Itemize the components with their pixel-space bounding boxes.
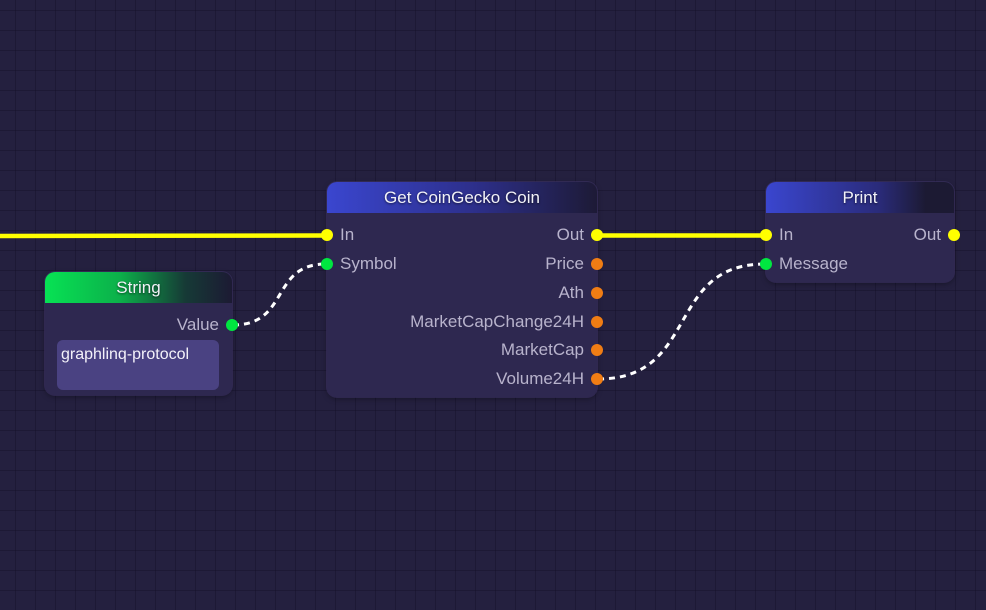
port-label: Out <box>556 225 584 244</box>
output-port-value[interactable]: Value <box>176 314 238 336</box>
data-port-dot-icon[interactable] <box>760 258 772 270</box>
output-port-out[interactable]: Out <box>556 224 603 246</box>
port-label: Message <box>779 254 848 273</box>
output-port-out[interactable]: Out <box>913 224 960 246</box>
data-port-dot-icon[interactable] <box>591 316 603 328</box>
data-port-dot-icon[interactable] <box>321 258 333 270</box>
get-coingecko-coin-node[interactable]: Get CoinGecko Coin In Symbol Out Price A… <box>321 182 603 397</box>
data-port-dot-icon[interactable] <box>591 373 603 385</box>
output-port-marketcapchange24h[interactable]: MarketCapChange24H <box>410 311 603 333</box>
input-port-in[interactable]: In <box>760 224 794 246</box>
input-port-symbol[interactable]: Symbol <box>321 253 397 275</box>
port-label: Symbol <box>340 254 397 273</box>
exec-wire-incoming[interactable] <box>0 233 327 239</box>
exec-port-dot-icon[interactable] <box>948 229 960 241</box>
output-port-price[interactable]: Price <box>545 253 603 275</box>
coingecko-node-title[interactable]: Get CoinGecko Coin <box>327 182 597 213</box>
port-label: Value <box>176 315 219 334</box>
data-port-dot-icon[interactable] <box>226 319 238 331</box>
data-port-dot-icon[interactable] <box>591 258 603 270</box>
input-port-in[interactable]: In <box>321 224 355 246</box>
print-node[interactable]: Print In Message Out <box>760 182 960 282</box>
output-port-volume24h[interactable]: Volume24H <box>496 368 603 390</box>
exec-port-dot-icon[interactable] <box>591 229 603 241</box>
exec-port-dot-icon[interactable] <box>760 229 772 241</box>
port-label: In <box>779 225 794 244</box>
data-port-dot-icon[interactable] <box>591 344 603 356</box>
output-port-marketcap[interactable]: MarketCap <box>500 339 603 361</box>
data-wire-string-to-symbol[interactable] <box>232 262 327 327</box>
print-node-title[interactable]: Print <box>766 182 954 213</box>
port-label: In <box>340 225 355 244</box>
port-label: MarketCap <box>500 340 584 359</box>
port-label: Ath <box>558 283 584 302</box>
output-port-ath[interactable]: Ath <box>558 282 603 304</box>
data-port-dot-icon[interactable] <box>591 287 603 299</box>
exec-port-dot-icon[interactable] <box>321 229 333 241</box>
port-label: Price <box>545 254 584 273</box>
input-port-message[interactable]: Message <box>760 253 848 275</box>
data-wire-volume-to-message[interactable] <box>597 262 766 381</box>
string-node[interactable]: String Value graphlinq-protocol <box>45 272 238 395</box>
port-label: MarketCapChange24H <box>410 312 584 331</box>
string-value-input[interactable]: graphlinq-protocol <box>57 340 219 390</box>
string-node-title[interactable]: String <box>45 272 232 303</box>
port-label: Volume24H <box>496 369 584 388</box>
port-label: Out <box>913 225 941 244</box>
